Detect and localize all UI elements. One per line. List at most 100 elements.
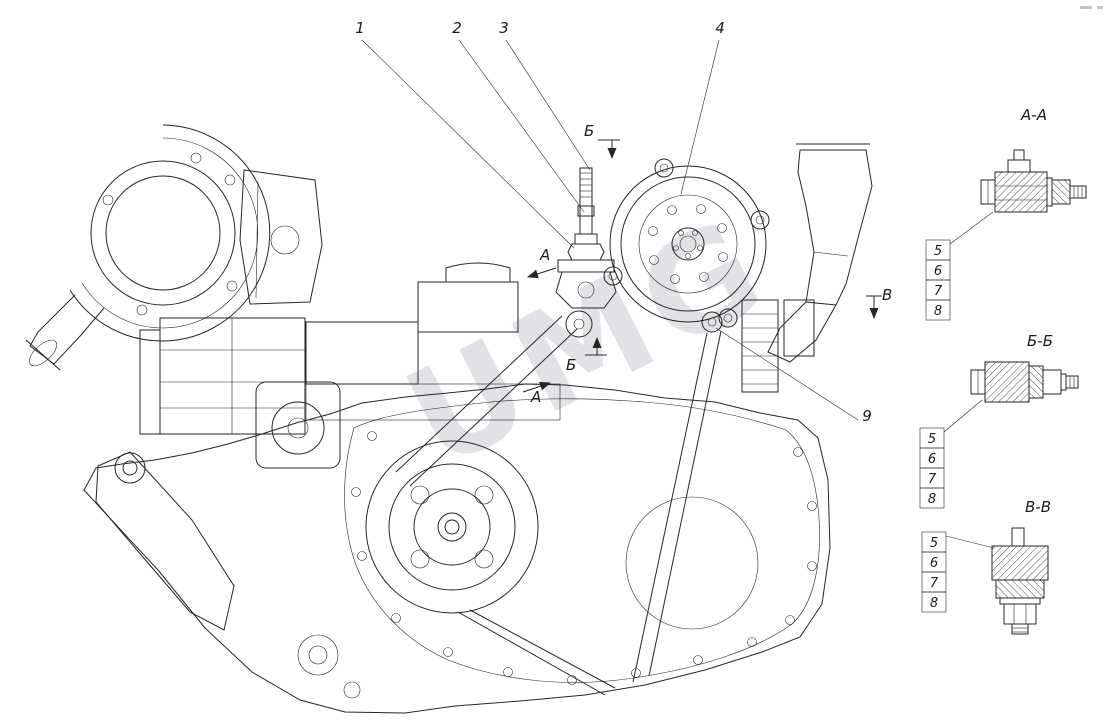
vv-item-6: 6: [930, 556, 938, 571]
compressor-mounting-lugs: [603, 158, 770, 328]
sensor-assembly: [555, 167, 617, 338]
section-label-a-lower: A: [530, 388, 541, 406]
turbo-outlet-pipe: [29, 294, 105, 365]
sensor-thread-ticks: [580, 172, 592, 198]
view-title-aa: A-A: [1020, 106, 1047, 124]
sensor-stem: [579, 167, 593, 235]
bb-bolt-section: [970, 361, 1079, 403]
leader-4: [680, 39, 720, 195]
callout-2: 2: [452, 19, 462, 37]
sensor-band: [577, 205, 595, 217]
aa-item-5: 5: [934, 244, 942, 259]
compressor-hub-bore: [679, 235, 697, 253]
section-a-lower-arrow: [522, 381, 551, 393]
detail-view-bb: Б-Б 5 6 7 8: [919, 332, 1079, 509]
turbo-volute-inner: [81, 137, 258, 329]
vv-item-7: 7: [930, 576, 939, 591]
callout-leaders: [361, 39, 859, 421]
left-bracket-arm: [95, 451, 235, 631]
watermark-text: UMG: [383, 187, 792, 499]
leader-9: [715, 327, 859, 421]
aa-item-table: 5 6 7 8: [925, 239, 951, 321]
drain-boss-inner: [308, 645, 328, 665]
compressor-hub: [671, 227, 705, 261]
bracket-pivot-hole: [114, 452, 146, 484]
tensioner-pulley-hub: [573, 318, 585, 330]
corner-dot-icon: [1097, 6, 1103, 9]
section-label-b-bottom: Б: [566, 356, 576, 374]
callout-labels: 1 2 3 4 9: [355, 19, 872, 425]
crankshaft-pulley: [365, 440, 539, 614]
crankcase-cover-circle: [625, 496, 759, 630]
engine-upper: [255, 262, 561, 469]
section-a-upper-arrow: [527, 267, 557, 279]
inlet-cap: [445, 262, 511, 282]
leader-3: [505, 39, 591, 171]
duct-fold-line: [813, 251, 849, 257]
bracket-pivot-hole-inner: [122, 460, 138, 476]
vv-item-5: 5: [930, 536, 938, 551]
turbine-port: [270, 225, 300, 255]
inlet-housing: [417, 281, 519, 333]
gear-cover-outline: [344, 398, 820, 683]
turbo-inlet-bore: [105, 175, 221, 291]
aa-item-8: 8: [934, 304, 942, 319]
turbo-inlet-ring: [90, 160, 236, 306]
compressor: [603, 158, 770, 333]
duct-body: [797, 149, 873, 306]
vv-item-8: 8: [930, 596, 938, 611]
section-markers: Б Б A A В: [522, 122, 892, 406]
exhaust-manifold: [139, 317, 306, 435]
bb-item-6: 6: [928, 452, 936, 467]
turbo-volute-outer: [69, 124, 271, 342]
section-label-a-upper: A: [539, 246, 550, 264]
aa-item-leader: [949, 211, 994, 245]
tensioner-pulley: [565, 310, 593, 338]
view-title-vv: В-В: [1025, 498, 1051, 516]
view-title-bb: Б-Б: [1027, 332, 1053, 350]
detail-view-vv: В-В 5 6 7 8: [921, 498, 1051, 635]
aa-item-7: 7: [934, 284, 943, 299]
corner-artifact: [1080, 6, 1103, 9]
vv-bolt-section: [991, 527, 1049, 635]
leader-1: [361, 39, 575, 249]
aa-item-6: 6: [934, 264, 942, 279]
generator-end-circle: [271, 401, 325, 455]
bb-item-leader: [943, 399, 983, 433]
bb-item-5: 5: [928, 432, 936, 447]
compressor-face: [638, 194, 738, 294]
bb-item-8: 8: [928, 492, 936, 507]
outlet-flange-ellipse: [28, 339, 58, 367]
callout-1: 1: [355, 19, 365, 37]
bb-item-table: 5 6 7 8: [919, 427, 945, 509]
outlet-flange-line: [25, 339, 61, 371]
watermark: UMG: [383, 187, 792, 499]
compressor-hub-holes: [673, 230, 703, 259]
vv-item-table: 5 6 7 8: [921, 531, 947, 613]
air-duct: [741, 143, 873, 393]
turbocharger: [25, 124, 323, 435]
mount-band: [305, 383, 561, 421]
bracket-hole: [577, 281, 595, 299]
gear-cover-bolts: [351, 431, 817, 685]
section-label-v-right: В: [882, 286, 892, 304]
callout-3: 3: [499, 19, 509, 37]
drain-boss-circle: [297, 634, 339, 676]
aa-bolt-section: [980, 149, 1087, 213]
idler-pulley-hub: [707, 317, 717, 327]
callout-4: 4: [715, 19, 725, 37]
bb-item-7: 7: [928, 472, 937, 487]
small-boss-circle: [343, 681, 361, 699]
sensor-bracket: [555, 271, 617, 309]
leader-2: [458, 39, 585, 213]
compressor-face-holes: [648, 204, 728, 284]
generator-shaft-circle: [287, 417, 309, 439]
section-label-b-top: Б: [584, 122, 594, 140]
right-accessories: [741, 299, 815, 393]
drive-belt: [395, 315, 722, 696]
idler-pulley: [701, 311, 723, 333]
detail-view-aa: A-A 5 6 7 8: [925, 106, 1087, 321]
turbine-housing: [239, 169, 323, 305]
